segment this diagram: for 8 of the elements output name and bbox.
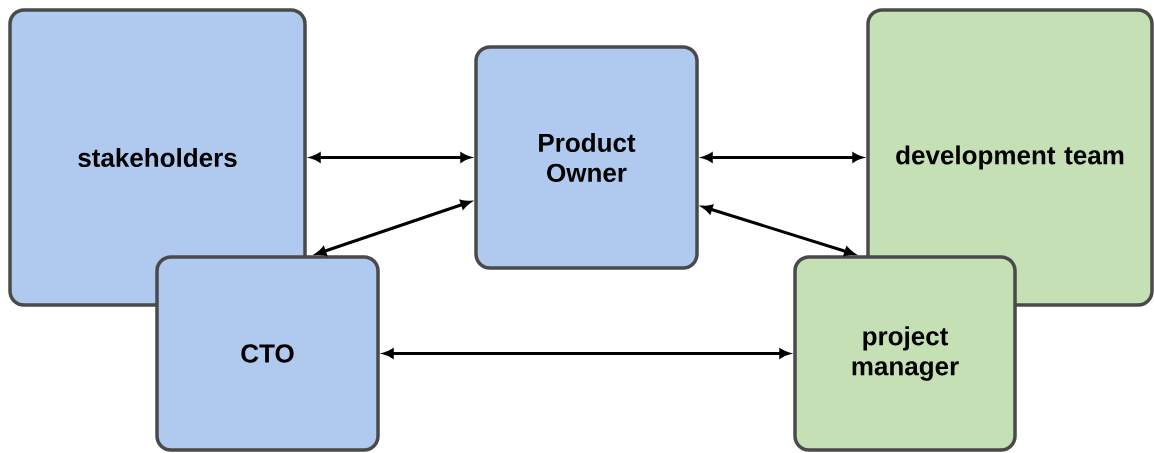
role-box: Product Owner [474, 45, 699, 270]
node-label: development team [896, 145, 1124, 170]
arrow [702, 204, 855, 257]
role-box: project manager [793, 255, 1017, 452]
arrow [315, 199, 471, 256]
role-box: stakeholders [8, 8, 307, 307]
role-box: development team [866, 8, 1154, 307]
role-box: CTO [155, 255, 380, 452]
